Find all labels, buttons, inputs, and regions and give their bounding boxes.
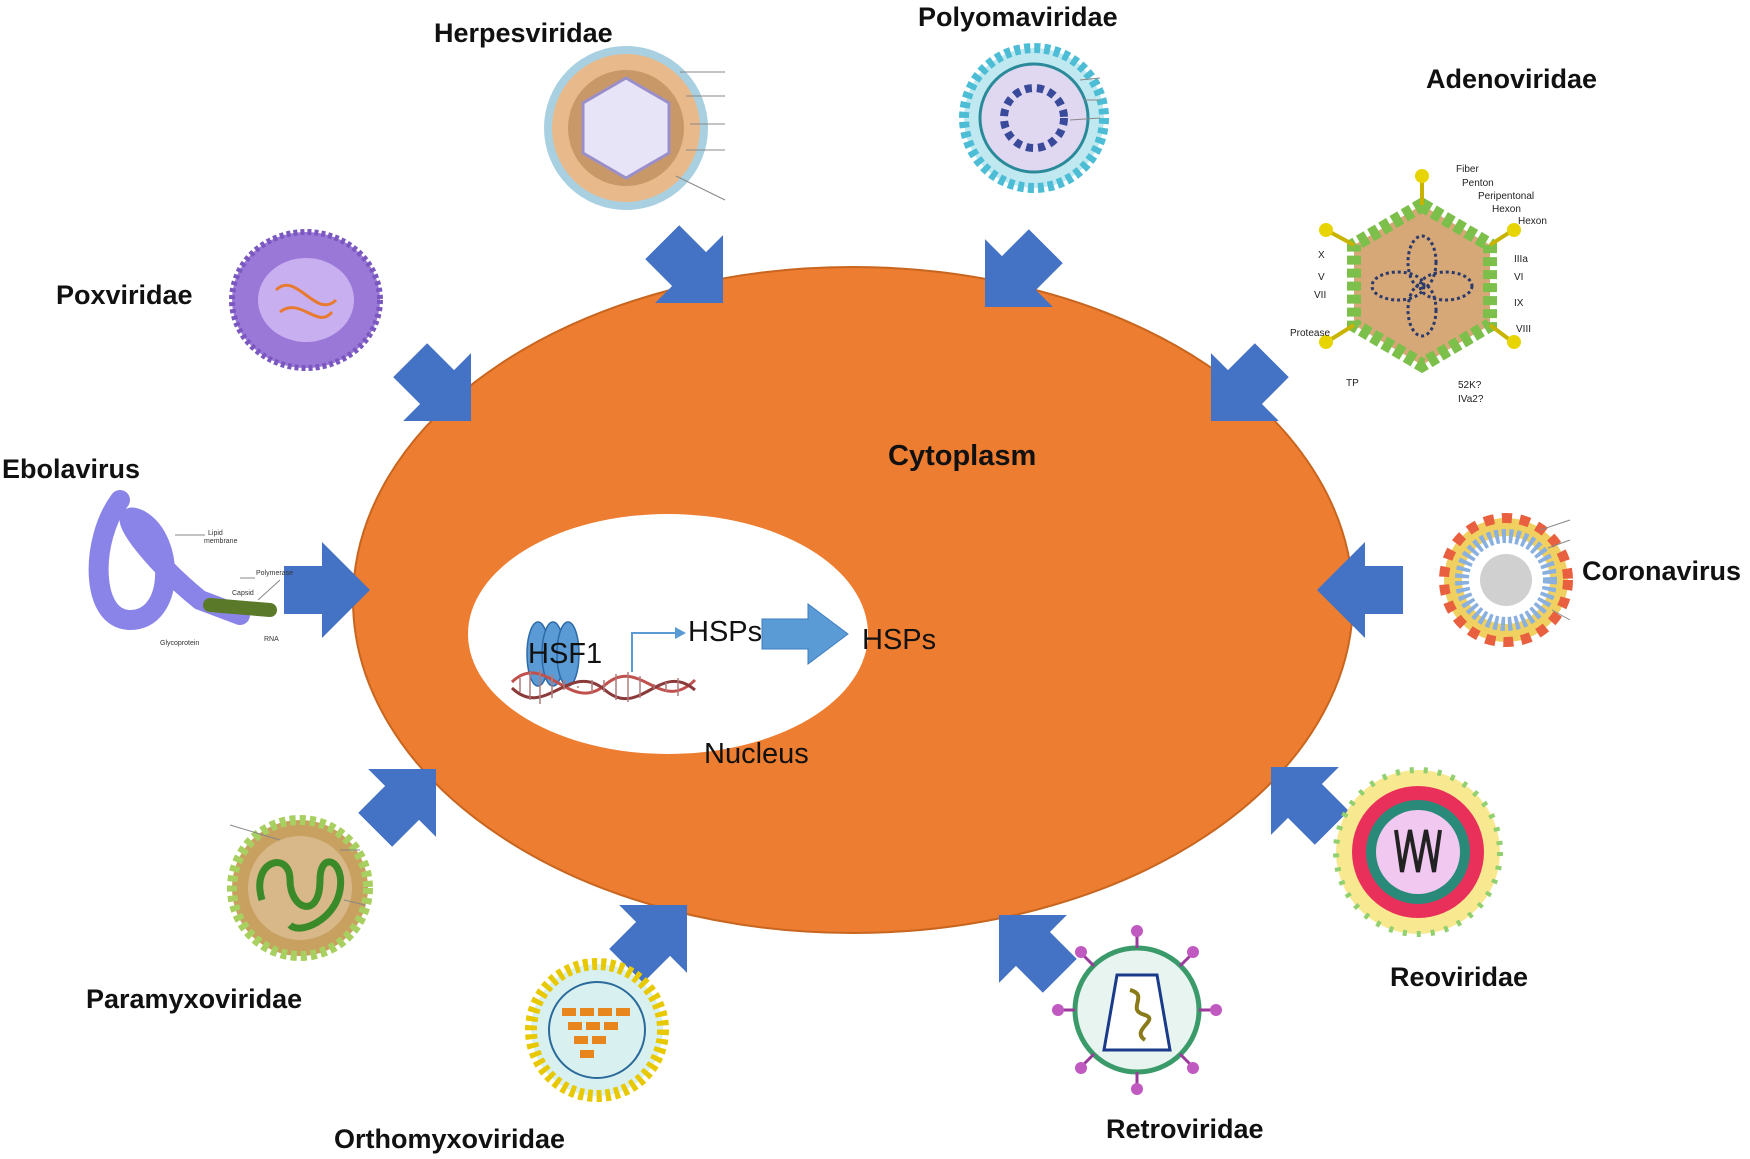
polyomaviridae-illustration: [959, 43, 1109, 193]
label-herpesviridae: Herpesviridae: [434, 18, 613, 48]
ebola-rna-label: RNA: [264, 636, 279, 643]
reoviridae-illustration: [1333, 767, 1503, 937]
label-polyomaviridae: Polyomaviridae: [918, 2, 1118, 32]
label-cytoplasm: Cytoplasm: [888, 440, 1037, 472]
adeno-tp-label: TP: [1346, 378, 1359, 389]
label-ebolavirus: Ebolavirus: [2, 454, 141, 484]
label-coronavirus: Coronavirus: [1582, 556, 1742, 586]
adeno-iva2-label: IVa2?: [1458, 394, 1484, 405]
adeno-peripentonal-label: Peripentonal: [1478, 191, 1535, 202]
ebola-lipid-label: Lipid: [208, 530, 223, 537]
label-adenoviridae: Adenoviridae: [1426, 64, 1598, 94]
poxviridae-illustration: [229, 229, 383, 371]
label-nucleus: Nucleus: [704, 738, 809, 770]
adeno-penton-label: Penton: [1462, 178, 1494, 189]
label-reoviridae: Reoviridae: [1390, 962, 1529, 992]
ebola-glycoprotein-label: Glycoprotein: [160, 640, 200, 647]
adeno-ix-label: IX: [1514, 298, 1524, 309]
label-hsps-cytoplasm: HSPs: [862, 624, 937, 656]
adeno-vi-label: VI: [1514, 272, 1524, 283]
paramyxoviridae-illustration: [227, 815, 373, 961]
retroviridae-illustration: [1052, 925, 1222, 1095]
label-paramyxoviridae: Paramyxoviridae: [86, 984, 303, 1014]
dna-helix: [510, 670, 697, 704]
label-orthomyxoviridae: Orthomyxoviridae: [334, 1124, 566, 1154]
label-poxviridae: Poxviridae: [56, 280, 193, 310]
adeno-v-label: V: [1318, 272, 1325, 283]
adeno-iiia-label: IIIa: [1514, 254, 1528, 265]
ebola-polymerase-label: Polymerase: [256, 570, 293, 577]
orthomyxoviridae-illustration: [525, 958, 669, 1102]
ebolavirus-illustration: [88, 490, 281, 631]
coronavirus-illustration: [1439, 513, 1573, 647]
adeno-protease-label: Protease: [1290, 328, 1331, 339]
adeno-hexon-label-2: Hexon: [1518, 216, 1547, 227]
adenoviridae-illustration: [1319, 169, 1521, 374]
label-hsf1: HSF1: [528, 638, 603, 670]
adeno-x-label: X: [1318, 250, 1325, 261]
label-hsps-nucleus: HSPs: [688, 616, 763, 648]
adeno-vii-label: VII: [1314, 290, 1327, 301]
ebola-capsid-label: Capsid: [232, 590, 254, 597]
adeno-viii-label: VIII: [1516, 324, 1532, 335]
herpesviridae-illustration: [544, 46, 726, 210]
label-retroviridae: Retroviridae: [1106, 1114, 1264, 1144]
adeno-hexon-label-1: Hexon: [1492, 204, 1521, 215]
transcription-arrow: [631, 632, 675, 672]
adeno-fiber-label: Fiber: [1456, 164, 1479, 175]
hsp-export-arrow: [761, 603, 849, 665]
ebola-membrane-label: membrane: [204, 538, 238, 545]
adeno-52k-label: 52K?: [1458, 380, 1482, 391]
